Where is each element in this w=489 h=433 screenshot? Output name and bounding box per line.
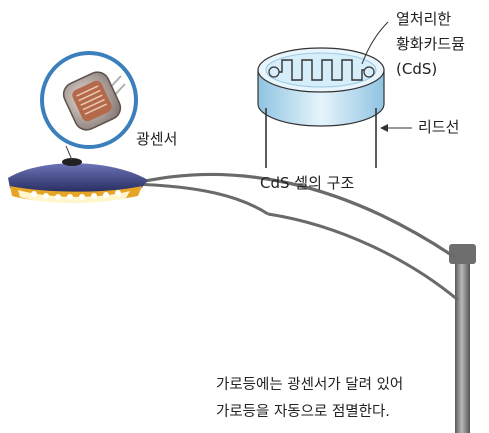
lamp-leds bbox=[31, 190, 121, 200]
cell-top-inner bbox=[265, 52, 377, 88]
photo-sensor-zoom bbox=[40, 51, 138, 161]
material-pointer bbox=[361, 21, 389, 65]
pole-arm-lower bbox=[267, 212, 459, 302]
caption: 가로등에는 광센서가 달려 있어 가로등을 자동으로 점멸한다. bbox=[216, 372, 403, 426]
photo-sensor-label: 광센서 bbox=[136, 130, 178, 148]
lamp-shade bbox=[8, 163, 148, 195]
street-light bbox=[8, 158, 476, 433]
cds-cell-title: CdS 셀의 구조 bbox=[260, 174, 355, 192]
lamp-lens bbox=[18, 190, 130, 204]
cds-serpentine-trace bbox=[276, 59, 368, 81]
electrode-right bbox=[363, 66, 375, 78]
electrode-left bbox=[268, 66, 280, 78]
caption-line1: 가로등에는 광센서가 달려 있어 bbox=[216, 377, 404, 393]
cds-material-line1: 열처리한 bbox=[396, 10, 452, 28]
cds-material-label: 열처리한 황화카드뮴 (CdS) bbox=[396, 10, 465, 78]
lead-pointer-arrow bbox=[380, 124, 388, 132]
cds-material-line2: 황화카드뮴 bbox=[396, 34, 466, 53]
photo-sensor-on-lamp bbox=[62, 158, 82, 166]
cds-cell bbox=[257, 21, 412, 168]
photo-sensor-image bbox=[62, 71, 126, 131]
lamp-head bbox=[8, 158, 148, 204]
pole-cap bbox=[449, 244, 476, 264]
lead-wire-label: 리드선 bbox=[418, 118, 460, 136]
caption-line2: 가로등을 자동으로 점멸한다. bbox=[216, 404, 390, 420]
pole-arm-upper bbox=[131, 172, 457, 260]
pole bbox=[455, 262, 470, 433]
cds-material-line3: (CdS) bbox=[396, 59, 438, 78]
